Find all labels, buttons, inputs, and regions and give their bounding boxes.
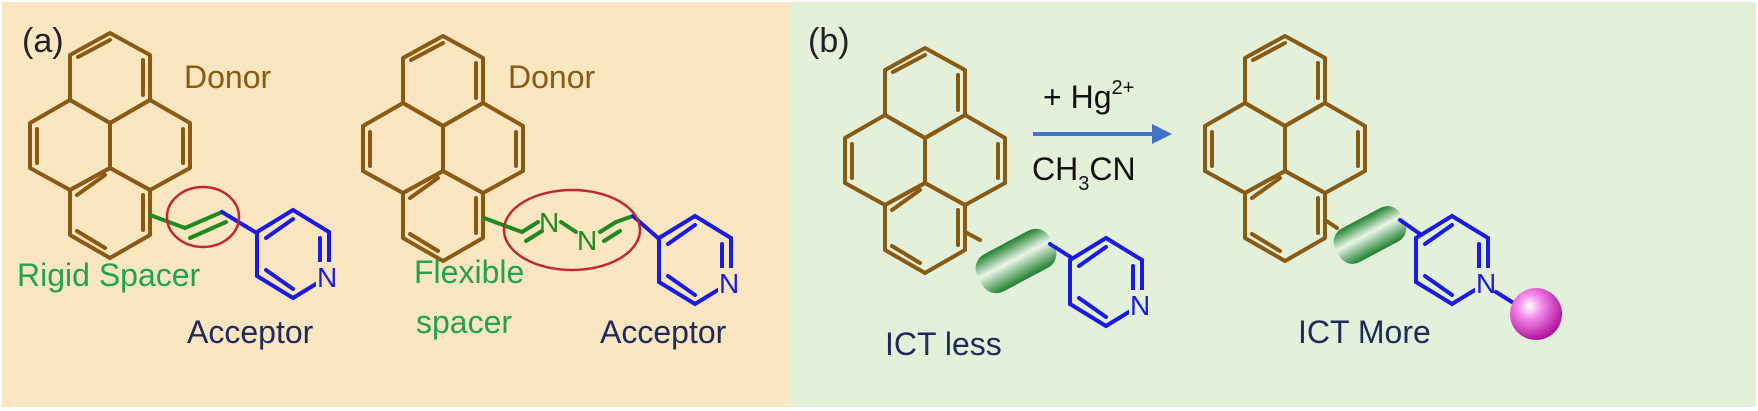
azine-bond-3 (524, 229, 544, 243)
pyrene-donor-right (361, 34, 525, 263)
hg-ion-ball (1510, 288, 1562, 340)
spacer-to-pyridine-bond-left (1048, 242, 1074, 260)
donor-label-right: Donor (508, 59, 596, 95)
solvent-ch: CH (1032, 151, 1078, 187)
panel-a-background (2, 2, 870, 407)
azine-bond-2 (520, 220, 540, 234)
ict-less-label: ICT less (885, 326, 1002, 362)
flexible-spacer-ellipse (502, 188, 642, 272)
reagent-text: + Hg (1043, 79, 1111, 115)
vinyl-bond-3 (188, 220, 228, 240)
panel-b-background (790, 2, 1756, 407)
azine-bond-7 (614, 214, 635, 224)
pyrene-left-b (843, 46, 1007, 275)
pyridine-n-left: N (317, 262, 337, 293)
azine-bond-4 (559, 220, 578, 234)
panel-a-tag: (a) (22, 22, 64, 60)
rigid-spacer-ellipse (165, 185, 241, 249)
flexible-spacer-label-2: spacer (416, 304, 512, 340)
pyrene-right-b (1203, 34, 1367, 263)
spacer-capsule-right (1333, 206, 1407, 264)
spacer-to-pyridine-bond-right (1398, 218, 1422, 236)
panel-b-tag: (b) (808, 22, 850, 60)
pyrene-donor-left (28, 31, 192, 260)
azine-n-1: N (539, 207, 559, 238)
flexible-spacer-label-1: Flexible (414, 254, 524, 290)
donor-label-left: Donor (184, 59, 272, 95)
rigid-spacer-label: Rigid Spacer (17, 257, 201, 293)
acceptor-label-left: Acceptor (187, 314, 314, 350)
azine-bond-5 (598, 220, 618, 234)
spacer-capsule-left (975, 228, 1057, 294)
n-to-hg-bond (1494, 290, 1514, 304)
solvent-cn: CN (1089, 151, 1135, 187)
reagent-label: + Hg2+ (1043, 77, 1134, 115)
azine-bond-6 (602, 229, 622, 243)
solvent-label: CH3CN (1032, 151, 1136, 195)
pyridine-acceptor-left (255, 207, 331, 301)
azine-bond-1 (482, 216, 524, 234)
acceptor-label-right: Acceptor (600, 314, 727, 350)
azine-n-2: N (577, 225, 597, 256)
pyridine-n-left-b: N (1130, 290, 1150, 321)
pyridine-left-b (1068, 235, 1144, 329)
pyridine-n-right-b: N (1476, 268, 1496, 299)
vinyl-bond-2 (183, 210, 224, 230)
solvent-subscript: 3 (1078, 173, 1089, 195)
pyrene-to-spacer-bond-left (963, 230, 982, 242)
ict-more-label: ICT More (1298, 314, 1431, 350)
pyridine-n-right: N (719, 268, 739, 299)
pyrene-to-spacer-bond-right (1323, 218, 1339, 230)
reagent-charge: 2+ (1111, 77, 1134, 99)
